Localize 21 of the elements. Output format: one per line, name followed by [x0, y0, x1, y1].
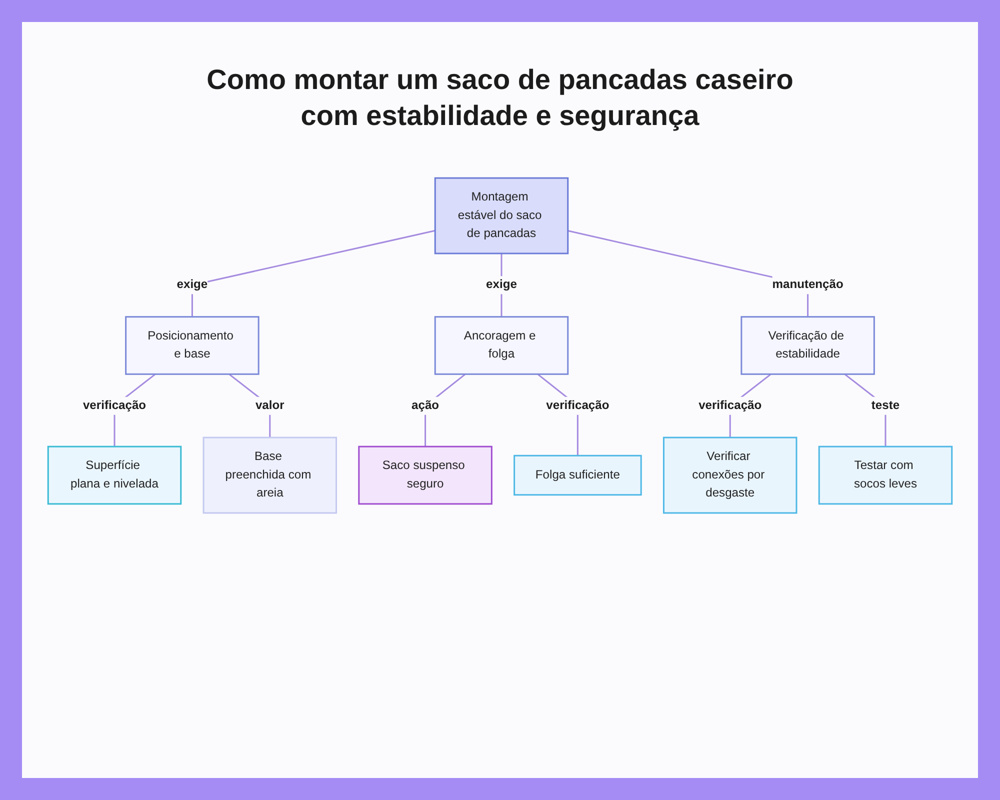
node-box: Montagem estável do saco de pancadas — [434, 177, 569, 254]
node-box: Base preenchida com areia — [202, 436, 338, 514]
node-box: Testar com socos leves — [818, 446, 953, 505]
edge-label: manutenção — [772, 278, 844, 292]
node-box: Posicionamento e base — [125, 316, 260, 375]
edge-label: valor — [255, 399, 284, 412]
edge-label: ação — [412, 399, 440, 412]
node-box: Saco suspenso seguro — [358, 446, 492, 505]
node-box: Folga suficiente — [514, 454, 642, 496]
node-box: Verificação de estabilidade — [740, 316, 875, 375]
node-box: Verificar conexões por desgaste — [662, 436, 798, 514]
edge-label: teste — [871, 399, 900, 412]
edge-label: exige — [486, 278, 517, 292]
edge-label: exige — [176, 278, 208, 292]
diagram-title: Como montar um saco de pancadas caseiro com estabilidade e segurança — [206, 63, 794, 134]
connector — [191, 230, 436, 317]
edge-label: verificação — [698, 399, 762, 412]
edge-label: verificação — [82, 399, 146, 412]
node-box: Ancoragem e folga — [434, 316, 569, 375]
node-box: Superfície plana e nivelada — [47, 446, 182, 505]
edge-label: verificação — [546, 399, 610, 412]
